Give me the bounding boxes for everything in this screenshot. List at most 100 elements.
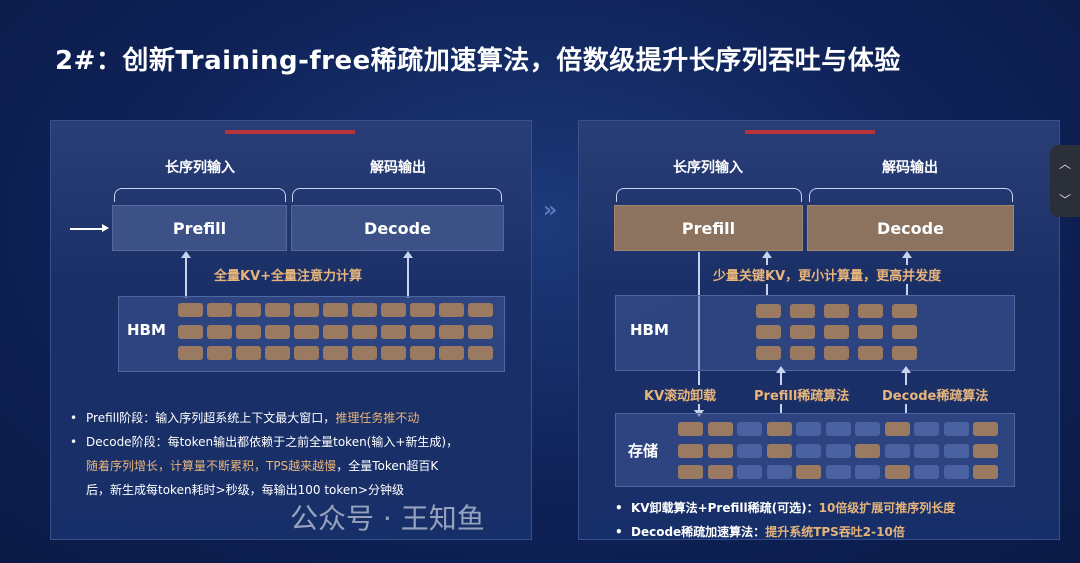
arrow-up-icon xyxy=(182,251,190,298)
kv-block-inactive xyxy=(766,465,792,479)
kv-block-active xyxy=(323,324,348,339)
bullet-text: Prefill阶段：输入序列超系统上下文最大窗口， xyxy=(86,411,336,425)
bullet-decode: •Decode阶段：每token输出都依赖于之前全量token(输入+新生成)， xyxy=(70,435,459,449)
kv-block-active xyxy=(973,443,998,458)
kv-block-active xyxy=(824,325,849,339)
kv-block-active xyxy=(439,303,464,317)
input-brace xyxy=(616,188,802,202)
kv-block-active xyxy=(381,303,406,317)
watermark: 公众号 · 王知鱼 xyxy=(290,502,485,535)
kv-block-active xyxy=(352,324,377,339)
kv-block-active xyxy=(352,346,377,360)
decode-sparse-label: Decode稀疏算法 xyxy=(880,385,991,404)
bullet-list: •KV卸载算法+Prefill稀疏(可选)：10倍级扩展可推序列长度 •Deco… xyxy=(615,496,955,544)
kv-block-active xyxy=(236,303,261,317)
kv-block-active xyxy=(766,422,792,436)
kv-block-active xyxy=(796,465,821,479)
kv-block-active xyxy=(973,465,998,479)
prefill-box: Prefill xyxy=(112,205,287,251)
kv-block-active xyxy=(410,324,435,339)
hbm-label: HBM xyxy=(630,321,669,339)
bullet-text: ，全量Token超百K xyxy=(336,459,439,473)
kv-block-active xyxy=(294,303,319,317)
bullet-text: Decode阶段：每token输出都依赖于之前全量token(输入+新生成)， xyxy=(86,435,459,449)
kv-block-active xyxy=(707,422,733,436)
decode-box: Decode xyxy=(291,205,504,251)
bullet-decode-line2: 随着序列增长，计算量不断累积，TPS越来越慢，全量Token超百K xyxy=(70,454,458,478)
input-arrow-icon xyxy=(70,224,109,232)
kv-block-active xyxy=(790,325,815,339)
kv-block-active xyxy=(892,325,917,339)
kv-block-active xyxy=(410,303,435,317)
kv-block-active xyxy=(884,422,910,436)
kv-block-active xyxy=(766,443,792,458)
kv-block-active xyxy=(352,303,377,317)
output-label: 解码输出 xyxy=(882,160,938,176)
kv-block-active xyxy=(858,304,883,318)
slide-title: 2#：创新Training-free稀疏加速算法，倍数级提升长序列吞吐与体验 xyxy=(55,46,901,76)
bullet-highlight: 10倍级扩展可推序列长度 xyxy=(818,501,956,515)
kv-offload-label: KV滚动卸载 xyxy=(642,385,719,404)
kv-block-active xyxy=(468,324,493,339)
decode-box: Decode xyxy=(807,205,1014,251)
bullet-decode-line3: 后，新生成每token耗时>秒级，每输出100 token>分钟级 xyxy=(86,483,404,497)
kv-block-active xyxy=(678,465,703,479)
bullet-kv-offload: •KV卸载算法+Prefill稀疏(可选)：10倍级扩展可推序列长度 xyxy=(615,501,956,515)
kv-block-active xyxy=(207,303,232,317)
kv-block-active xyxy=(678,422,703,436)
kv-block-active xyxy=(178,346,203,360)
kv-block-active xyxy=(439,346,464,360)
kv-block-active xyxy=(294,324,319,339)
chevron-up-icon[interactable]: ︿ xyxy=(1058,156,1071,171)
kv-block-inactive xyxy=(825,422,851,436)
bullet-decode-sparse: •Decode稀疏加速算法：提升系统TPS吞吐2-10倍 xyxy=(615,525,905,539)
kv-block-inactive xyxy=(825,443,851,458)
kv-block-active xyxy=(892,304,917,318)
output-label: 解码输出 xyxy=(370,160,426,176)
kv-block-active xyxy=(790,304,815,318)
bullet-prefill: •Prefill阶段：输入序列超系统上下文最大窗口，推理任务推不动 xyxy=(70,411,420,425)
kv-block-inactive xyxy=(914,422,939,436)
output-brace xyxy=(292,188,502,202)
kv-block-active xyxy=(294,346,319,360)
kv-block-inactive xyxy=(825,465,851,479)
prefill-box: Prefill xyxy=(614,205,803,251)
kv-block-active xyxy=(824,346,849,360)
slide-nav: ︿ ﹀ xyxy=(1050,145,1080,217)
prefill-sparse-label: Prefill稀疏算法 xyxy=(752,385,852,404)
bullet-highlight: 随着序列增长，计算量不断累积，TPS越来越慢 xyxy=(86,459,337,473)
kv-block-active xyxy=(858,325,883,339)
kv-block-inactive xyxy=(855,465,880,479)
kv-block-inactive xyxy=(884,443,910,458)
input-label: 长序列输入 xyxy=(673,160,743,176)
kv-block-active xyxy=(858,346,883,360)
hbm-block xyxy=(615,295,1015,371)
kv-block-inactive xyxy=(855,422,880,436)
kv-block-active xyxy=(468,303,493,317)
kv-block-active xyxy=(707,465,733,479)
arrow-up-icon xyxy=(404,251,412,298)
kv-block-active xyxy=(468,346,493,360)
sparse-kv-note: 少量关键KV，更小计算量，更高并发度 xyxy=(710,265,945,284)
kv-block-active xyxy=(439,324,464,339)
kv-block-active xyxy=(236,324,261,339)
kv-block-inactive xyxy=(914,443,939,458)
kv-block-active xyxy=(756,346,781,360)
kv-block-active xyxy=(892,346,917,360)
full-kv-note: 全量KV+全量注意力计算 xyxy=(214,269,363,284)
kv-block-active xyxy=(323,303,348,317)
kv-block-active xyxy=(824,304,849,318)
bullet-highlight: 推理任务推不动 xyxy=(335,411,420,425)
kv-block-active xyxy=(265,303,290,317)
kv-block-inactive xyxy=(737,422,762,436)
kv-block-active xyxy=(265,346,290,360)
kv-block-active xyxy=(381,324,406,339)
kv-block-inactive xyxy=(943,443,969,458)
kv-block-active xyxy=(756,304,781,318)
input-brace xyxy=(114,188,286,202)
kv-block-active xyxy=(178,324,203,339)
kv-block-active xyxy=(855,443,880,458)
chevron-right-icon: » xyxy=(543,198,558,223)
bullet-text: KV卸载算法+Prefill稀疏(可选)： xyxy=(631,501,819,515)
chevron-down-icon[interactable]: ﹀ xyxy=(1058,192,1071,207)
